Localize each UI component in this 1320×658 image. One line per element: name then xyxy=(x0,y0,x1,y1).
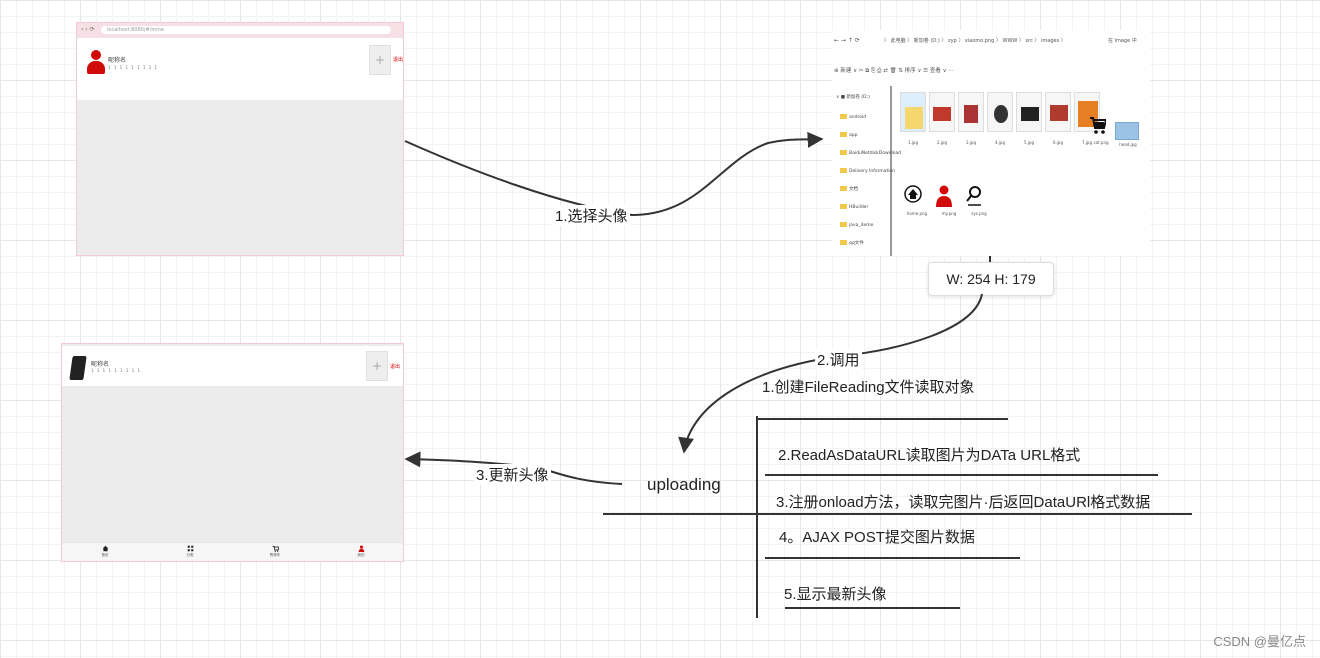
file-image xyxy=(900,92,926,132)
toolbar: ⊕ 新建 ∨ ✂ ⧉ ⎘ ⎙ ⇄ 🗑 ⇅ 排序 ∨ ☰ 查看 ∨ ··· xyxy=(832,64,1150,78)
logout-link[interactable]: 退出 xyxy=(390,364,401,370)
tab-cart[interactable]: 购物车 xyxy=(269,545,281,558)
step-call: 2.调用 xyxy=(815,349,862,370)
tree-item[interactable]: HBuilder xyxy=(840,204,868,210)
tree-item[interactable]: 文档 xyxy=(840,186,858,192)
profile-card: 昵称名 1 1 1 1 1 1 1 1 1 + 退出 xyxy=(62,346,403,386)
watermark: CSDN @曼亿点 xyxy=(1213,634,1306,649)
tree-root[interactable]: ∨ ■ 新加卷 (D:) xyxy=(836,95,870,100)
process-step: 2.ReadAsDataURL读取图片为DATa URL格式 xyxy=(778,447,1081,464)
tab-bar: 首页 分类 购物车 我的 xyxy=(62,542,403,561)
folder-tree: ∨ ■ 新加卷 (D:) android app BaiduNetdiskDow… xyxy=(832,86,901,256)
account-id: 1 1 1 1 1 1 1 1 1 xyxy=(91,368,142,373)
arrow-invoke xyxy=(678,293,983,454)
profile-card: 昵称名 1 1 1 1 1 1 1 1 1 + 退出 xyxy=(77,38,403,100)
tree-item[interactable]: Delivery Information xyxy=(840,168,895,174)
tree-item[interactable]: java_demo xyxy=(840,222,873,228)
process-step: 1.创建FileReading文件读取对象 xyxy=(762,379,975,396)
file-thumbnail[interactable]: 6.jpg xyxy=(1045,92,1071,145)
process-step: 4。AJAX POST提交图片数据 xyxy=(779,529,975,546)
user-icon xyxy=(358,545,364,552)
tree-item[interactable]: android xyxy=(840,114,866,120)
toolbar-actions[interactable]: ⊕ 新建 ∨ ✂ ⧉ ⎘ ⎙ ⇄ 🗑 ⇅ 排序 ∨ ☰ 查看 ∨ ··· xyxy=(834,68,954,74)
file-thumbnail[interactable]: head.jpg xyxy=(1115,122,1139,147)
step-select-avatar: 1.选择头像 xyxy=(553,205,630,226)
search-icon[interactable]: sys.png xyxy=(966,185,987,216)
user-icon[interactable]: my.png xyxy=(936,185,956,216)
tab-mine[interactable]: 我的 xyxy=(355,545,367,558)
file-thumbnail[interactable]: 1.jpg xyxy=(900,92,926,145)
arrow-select-avatar xyxy=(404,131,824,217)
breadcrumb[interactable]: 〉 此电脑 〉 新加卷 (D:) 〉 zyp 〉 xiaomo.png 〉 WW… xyxy=(884,38,1066,44)
size-tooltip: W: 254 H: 179 xyxy=(928,262,1054,296)
cart-icon xyxy=(272,545,279,552)
file-image xyxy=(958,92,984,132)
file-picker-dialog: ← → ↑ ⟳ 〉 此电脑 〉 新加卷 (D:) 〉 zyp 〉 xiaomo.… xyxy=(832,30,1150,256)
process-step: 3.注册onload方法，读取完图片·后返回DataURl格式数据 xyxy=(776,494,1151,511)
file-thumbnail[interactable]: 7.jpg xyxy=(1074,92,1100,145)
tree-item[interactable]: qq文件 xyxy=(840,240,864,246)
tab-category[interactable]: 分类 xyxy=(184,545,196,558)
file-thumbnail[interactable]: 5.jpg xyxy=(1016,92,1042,145)
tree-item[interactable]: app xyxy=(840,132,857,138)
avatar-icon[interactable] xyxy=(87,50,105,74)
file-thumbnail[interactable]: 3.jpg xyxy=(958,92,984,145)
cart-icon[interactable]: cat.png xyxy=(1088,114,1109,145)
process-name: uploading xyxy=(647,475,721,494)
logout-link[interactable]: 退出 xyxy=(393,57,404,63)
nickname: 昵称名 xyxy=(108,57,127,64)
file-image xyxy=(1016,92,1042,132)
file-image xyxy=(1074,92,1100,132)
nickname: 昵称名 xyxy=(91,361,110,368)
account-id: 1 1 1 1 1 1 1 1 1 xyxy=(108,65,159,70)
home-icon[interactable]: home.png xyxy=(904,185,927,216)
file-thumbnail[interactable]: 2.jpg xyxy=(929,92,955,145)
home-icon xyxy=(102,545,108,552)
category-icon xyxy=(187,545,193,552)
nav-buttons[interactable]: ← → ↑ ⟳ xyxy=(834,37,860,44)
tree-item[interactable]: BaiduNetdiskDownload xyxy=(840,150,901,156)
file-thumbnail[interactable]: 4.jpg xyxy=(987,92,1013,145)
tab-home[interactable]: 首页 xyxy=(99,545,111,558)
file-image xyxy=(929,92,955,132)
file-image xyxy=(1045,92,1071,132)
upload-avatar-button[interactable]: + xyxy=(369,45,391,75)
step-update-avatar: 3.更新头像 xyxy=(474,464,551,485)
upload-avatar-button[interactable]: + xyxy=(366,351,388,381)
back-icon[interactable]: ‹ › ⟳ xyxy=(81,26,95,33)
address-bar: ← → ↑ ⟳ 〉 此电脑 〉 新加卷 (D:) 〉 zyp 〉 xiaomo.… xyxy=(832,35,1150,49)
app-screenshot-before: ‹ › ⟳ localhost:8080/#/mine 昵称名 1 1 1 1 … xyxy=(76,22,404,256)
url-field[interactable]: localhost:8080/#/mine xyxy=(101,26,391,34)
app-screenshot-after: 昵称名 1 1 1 1 1 1 1 1 1 + 退出 首页 分类 购物车 我的 xyxy=(61,343,404,562)
file-image xyxy=(987,92,1013,132)
search-input[interactable]: 在 image 中 xyxy=(1108,38,1137,44)
process-step: 5.显示最新头像 xyxy=(784,586,887,603)
